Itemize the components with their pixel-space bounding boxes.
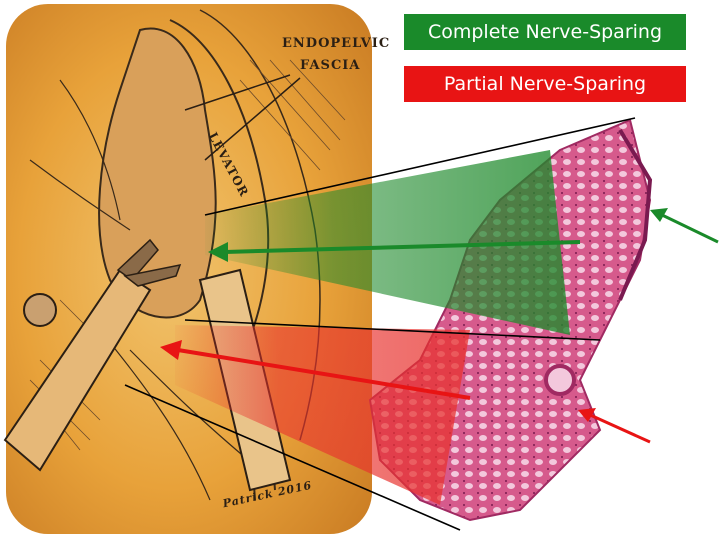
complete-overlay-region xyxy=(205,150,570,335)
projection-line-top xyxy=(204,117,636,216)
surgical-sketch xyxy=(3,4,372,534)
partial-overlay-region xyxy=(175,325,470,505)
label-fascia: FASCIA xyxy=(300,58,361,73)
instrument-shaft-left xyxy=(3,268,152,472)
tissue-mass xyxy=(98,27,217,319)
red-edge-arrow xyxy=(578,408,651,444)
partial-arrow xyxy=(160,340,471,400)
round-structure xyxy=(23,293,57,327)
vessel-structure xyxy=(544,364,576,396)
legend-partial-nerve-sparing: Partial Nerve-Sparing xyxy=(404,66,686,102)
legend-complete-nerve-sparing: Complete Nerve-Sparing xyxy=(404,14,686,50)
green-edge-arrow xyxy=(650,208,719,244)
complete-arrow xyxy=(208,240,581,262)
label-endopelvic: ENDOPELVIC xyxy=(282,36,391,51)
projection-line-bottom xyxy=(124,384,461,531)
projection-line-middle xyxy=(184,319,601,341)
